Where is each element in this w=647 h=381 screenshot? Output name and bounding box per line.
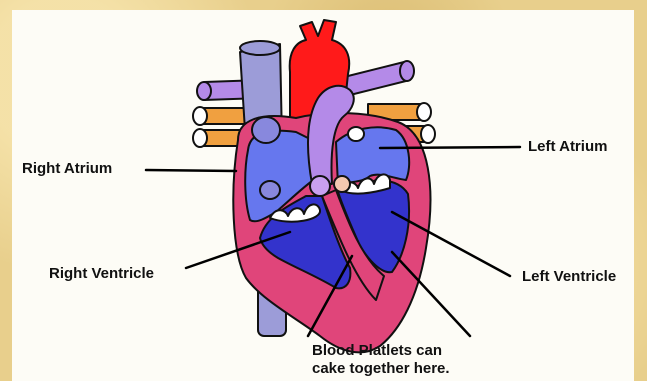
pointer-left-atrium [380, 147, 520, 148]
aortic-valve [334, 176, 350, 192]
right-atrium-opening-top [252, 117, 280, 143]
label-platelets: Blood Platlets can cake together here. [312, 342, 450, 378]
pulmonary-valve [310, 176, 330, 196]
label-platelets-line2: cake together here. [312, 360, 450, 378]
right-atrium-opening-side [260, 181, 280, 199]
label-right-ventricle: Right Ventricle [49, 265, 154, 283]
label-left-ventricle: Left Ventricle [522, 268, 616, 286]
label-platelets-line1: Blood Platlets can [312, 342, 450, 360]
label-right-atrium: Right Atrium [22, 160, 112, 178]
superior-vena-cava-opening [240, 41, 280, 55]
left-atrium-opening [348, 127, 364, 141]
pointer-right-atrium [146, 170, 236, 171]
label-left-atrium: Left Atrium [528, 138, 607, 156]
